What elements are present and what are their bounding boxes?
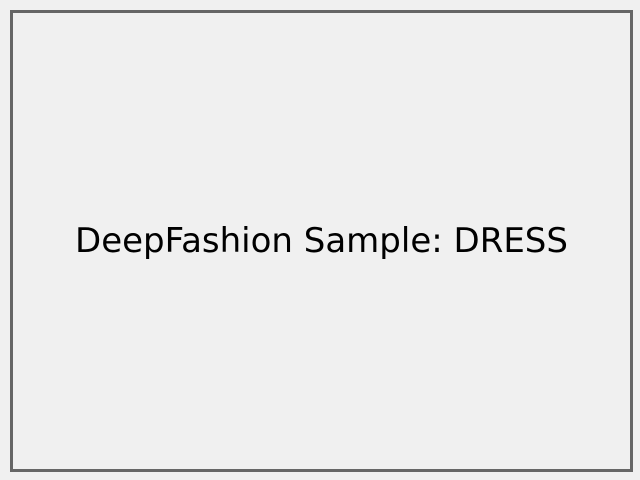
placeholder-caption: DeepFashion Sample: DRESS xyxy=(75,221,568,261)
image-placeholder-frame: DeepFashion Sample: DRESS xyxy=(10,10,633,472)
